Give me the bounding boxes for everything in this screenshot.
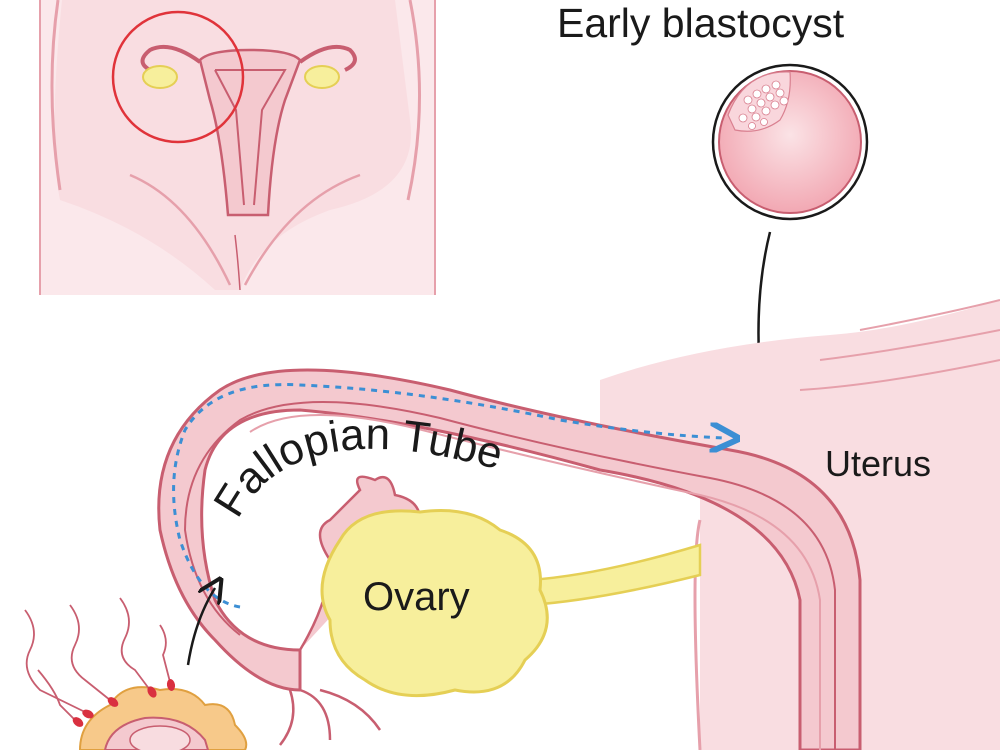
- blastocyst-icon: [713, 65, 867, 219]
- uterus-label: Uterus: [825, 443, 931, 485]
- ovary-label: Ovary: [363, 575, 470, 620]
- ovarian-ligament: [530, 545, 700, 605]
- early-blastocyst-label: Early blastocyst: [557, 0, 844, 47]
